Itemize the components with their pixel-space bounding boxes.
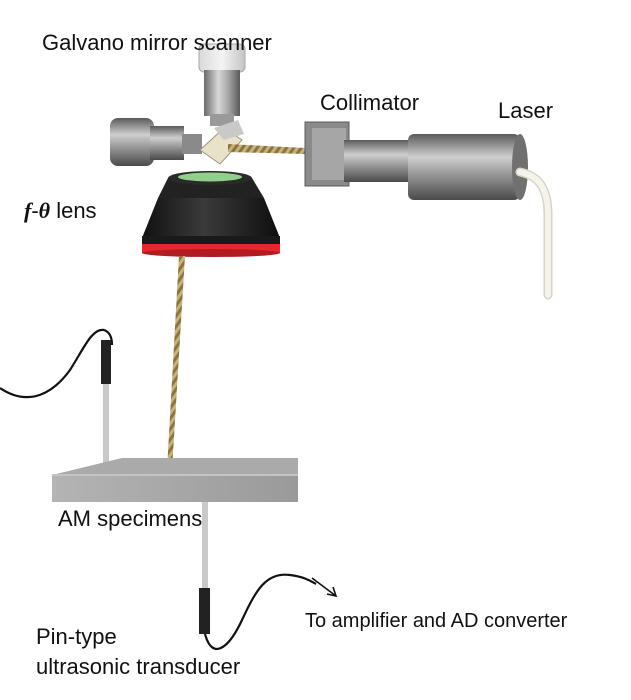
top-transducer-wire xyxy=(0,328,114,399)
laser-beam-vertical xyxy=(167,256,185,470)
bottom-transducer-wire xyxy=(203,573,317,650)
bottom-pin-transducer-rod xyxy=(202,502,208,588)
laser-beam-horizontal xyxy=(228,144,305,154)
label-am-specimens: AM specimens xyxy=(58,506,203,531)
lens-word: lens xyxy=(56,198,97,223)
lens-symbol-theta: θ xyxy=(38,198,51,223)
top-pin-transducer-rod xyxy=(103,384,109,466)
label-transducer-line2: ultrasonic transducer xyxy=(36,654,241,679)
label-collimator: Collimator xyxy=(320,90,420,115)
label-f-theta-lens: f-θ lens xyxy=(24,198,97,223)
bottom-pin-transducer-body xyxy=(199,588,210,634)
lens-symbol-f: f xyxy=(24,198,32,223)
f-theta-lens xyxy=(142,171,280,257)
top-pin-transducer-body xyxy=(101,340,111,384)
galvano-mirror xyxy=(199,120,244,165)
laser-body xyxy=(408,134,528,200)
label-galvano-mirror-scanner: Galvano mirror scanner xyxy=(42,30,272,55)
galvano-vertical-motor xyxy=(198,43,246,126)
am-specimen-plate xyxy=(52,458,298,502)
label-laser: Laser xyxy=(498,98,554,123)
amplifier-arrow xyxy=(311,577,338,598)
label-transducer-line1: Pin-type xyxy=(36,624,117,649)
lens-symbol-dash: - xyxy=(31,198,39,223)
galvano-horizontal-motor xyxy=(110,118,202,166)
label-amplifier: To amplifier and AD converter xyxy=(305,610,568,632)
collimator xyxy=(304,121,414,187)
